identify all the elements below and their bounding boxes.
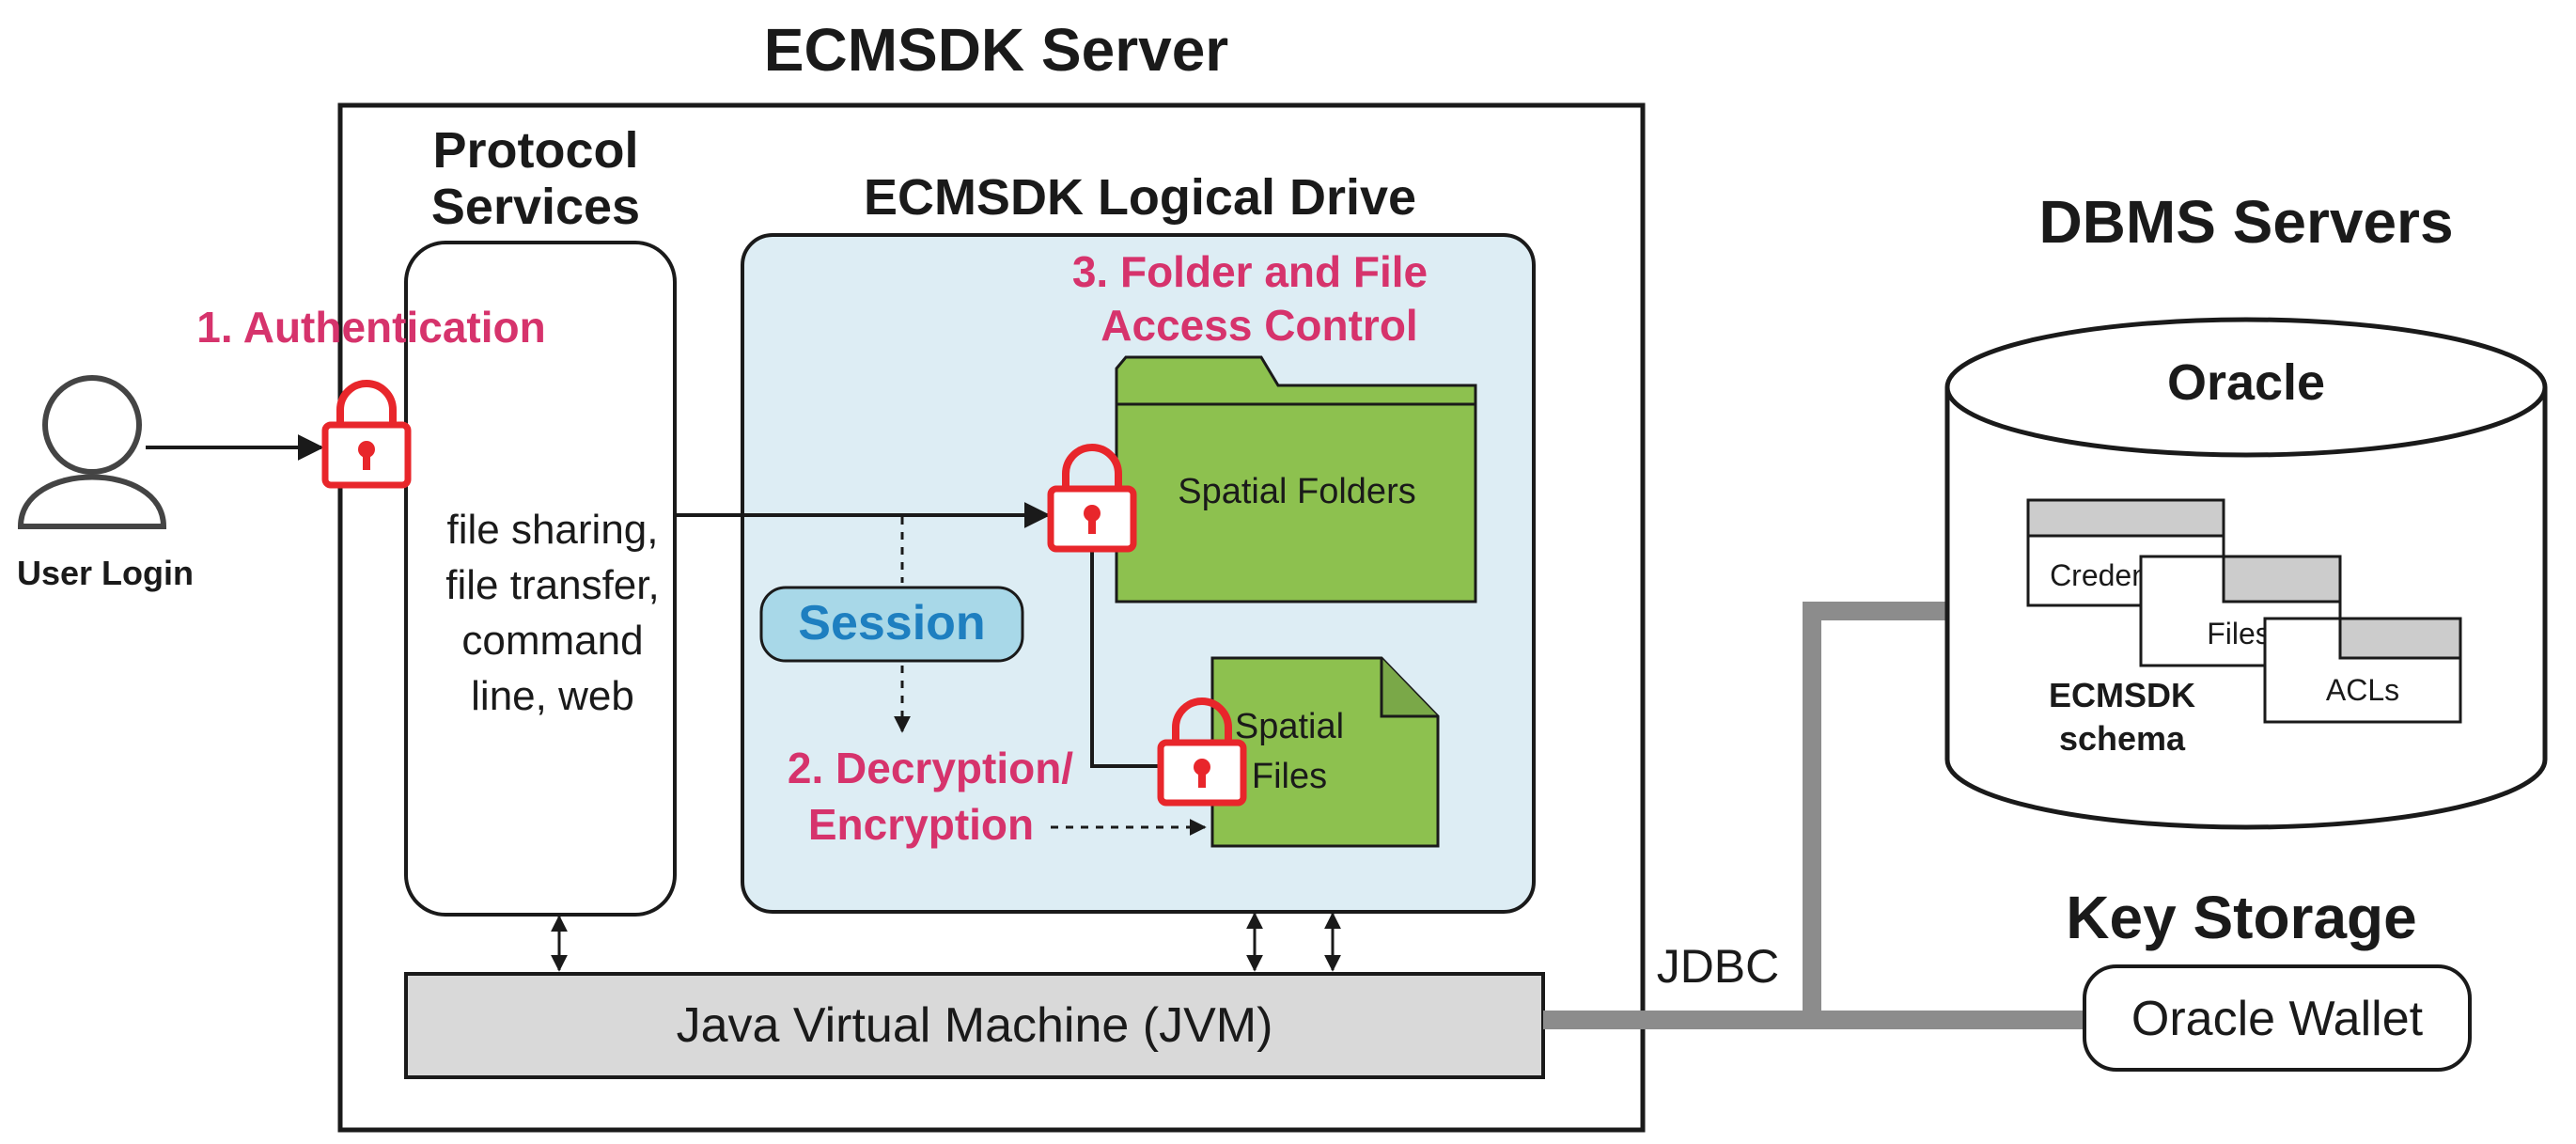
- oracle-label: Oracle: [2167, 354, 2325, 411]
- files-lock-icon: [1157, 697, 1247, 807]
- schema-label-2: schema: [2059, 719, 2186, 758]
- protocol-item: file transfer,: [445, 562, 659, 608]
- oracle-wallet-label: Oracle Wallet: [2131, 992, 2424, 1046]
- step-authentication: 1. Authentication: [196, 303, 545, 352]
- protocol-services-panel: [404, 241, 677, 917]
- step-access-control: 3. Folder and File: [1072, 247, 1428, 296]
- table-acls-label: ACLs: [2326, 673, 2399, 707]
- folders-lock-icon: [1047, 444, 1137, 553]
- spatial-files-label-2: Files: [1252, 757, 1327, 796]
- protocol-item: command: [461, 618, 643, 664]
- protocol-services-heading-2: Services: [431, 179, 640, 235]
- logical-drive-heading: ECMSDK Logical Drive: [864, 169, 1416, 226]
- table-acls: ACLs: [2263, 617, 2462, 724]
- jdbc-connector: [1543, 602, 2084, 1029]
- table-files-label: Files: [2207, 617, 2271, 650]
- table-files: Files: [2139, 555, 2342, 667]
- jvm-label: Java Virtual Machine (JVM): [677, 998, 1273, 1053]
- user-login-label: User Login: [17, 554, 194, 592]
- server-box: [337, 102, 1646, 1133]
- protocol-services-heading: Protocol: [432, 122, 638, 179]
- oracle-wallet-box: [2083, 964, 2472, 1072]
- protocol-item: line, web: [471, 673, 634, 719]
- step-access-control-2: Access Control: [1101, 301, 1417, 350]
- session-label: Session: [798, 596, 985, 650]
- spatial-files-label: Spatial: [1235, 707, 1344, 746]
- jvm-bar: [404, 972, 1545, 1079]
- spatial-folders-label: Spatial Folders: [1178, 472, 1415, 511]
- dbms-heading: DBMS Servers: [2038, 188, 2453, 256]
- key-storage-heading: Key Storage: [2066, 884, 2416, 951]
- schema-label: ECMSDK: [2049, 676, 2195, 714]
- authentication-lock-icon: [321, 380, 412, 489]
- spatial-folders-icon: [1115, 355, 1477, 603]
- protocol-item: file sharing,: [446, 507, 658, 553]
- server-title: ECMSDK Server: [764, 16, 1228, 84]
- session-badge: [759, 586, 1024, 663]
- step-decryption: 2. Decryption/: [788, 744, 1073, 792]
- step-decryption-2: Encryption: [808, 800, 1034, 849]
- user-icon: [17, 375, 167, 529]
- jdbc-label: JDBC: [1657, 940, 1780, 993]
